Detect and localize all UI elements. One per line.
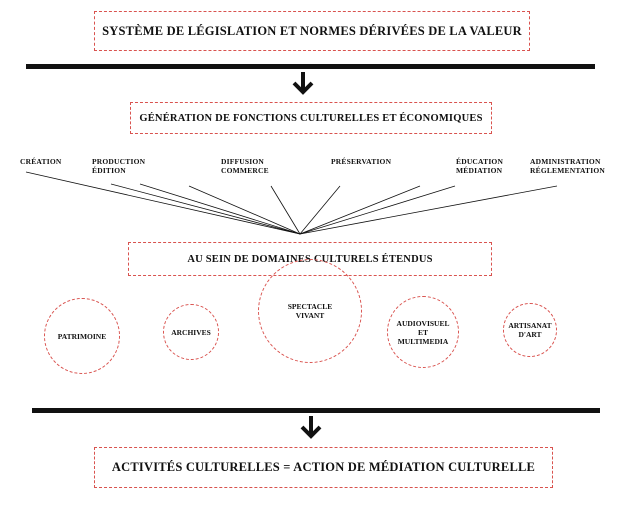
function-production-edition: PRODUCTION ÉDITION	[92, 157, 146, 175]
connector-line-preservation	[299, 185, 341, 235]
domain-patrimoine-circle: PATRIMOINE	[44, 298, 120, 374]
connector-line-creation	[25, 171, 301, 235]
domain-artisanat-circle: ARTISANAT D'ART	[503, 303, 557, 357]
down-arrow-icon	[300, 416, 322, 439]
connector-line-production-2	[139, 183, 301, 235]
cultural-activities-label: ACTIVITÉS CULTURELLES = ACTION DE MÉDIAT…	[111, 460, 536, 474]
domain-audiovisuel-label: AUDIOVISUEL ET MULTIMEDIA	[396, 318, 450, 346]
function-generation-box: GÉNÉRATION DE FONCTIONS CULTURELLES ET É…	[130, 102, 492, 134]
domain-spectacle-vivant-label: SPECTACLE VIVANT	[287, 302, 333, 320]
function-diffusion-commerce: DIFFUSION COMMERCE	[221, 157, 269, 175]
connector-line-production	[110, 183, 301, 235]
legislation-system-label: SYSTÈME DE LÉGISLATION ET NORMES DÉRIVÉE…	[102, 23, 522, 38]
function-preservation: PRÉSERVATION	[331, 157, 392, 166]
function-administration-reglementation: ADMINISTRATION RÉGLEMENTATION	[530, 157, 606, 175]
separator-bar-top	[26, 64, 595, 69]
connector-line-diffusion-2	[270, 185, 301, 235]
connector-line-administration	[299, 185, 558, 235]
separator-bar-bottom	[32, 408, 600, 413]
function-creation: CRÉATION	[20, 157, 62, 166]
legislation-system-box: SYSTÈME DE LÉGISLATION ET NORMES DÉRIVÉE…	[94, 11, 530, 51]
domain-patrimoine-label: PATRIMOINE	[57, 331, 107, 341]
domain-artisanat-label: ARTISANAT D'ART	[508, 321, 552, 339]
down-arrow-icon	[292, 72, 314, 95]
domain-audiovisuel-circle: AUDIOVISUEL ET MULTIMEDIA	[387, 296, 459, 368]
connector-line-diffusion	[188, 185, 301, 235]
domain-archives-circle: ARCHIVES	[163, 304, 219, 360]
domain-archives-label: ARCHIVES	[171, 327, 211, 337]
function-generation-label: GÉNÉRATION DE FONCTIONS CULTURELLES ET É…	[139, 112, 483, 124]
connector-line-education	[299, 185, 456, 235]
connector-line-preservation-2	[299, 185, 421, 235]
domain-spectacle-vivant-circle: SPECTACLE VIVANT	[258, 259, 362, 363]
cultural-activities-box: ACTIVITÉS CULTURELLES = ACTION DE MÉDIAT…	[94, 447, 553, 488]
function-education-mediation: ÉDUCATION MÉDIATION	[456, 157, 504, 175]
